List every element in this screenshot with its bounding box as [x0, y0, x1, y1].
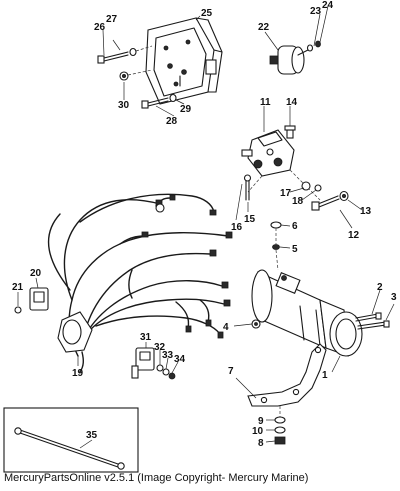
callout-9: 9 [258, 416, 264, 427]
callout-28: 28 [166, 116, 178, 127]
washer-part-33 [162, 368, 170, 376]
washer-part-32 [156, 364, 164, 372]
callout-6: 6 [292, 221, 298, 232]
callout-8: 8 [258, 438, 264, 449]
callout-5: 5 [292, 244, 298, 255]
callout-30: 30 [118, 100, 130, 111]
nut-part-8 [274, 436, 286, 445]
callout-14: 14 [286, 97, 298, 108]
washer-part-9 [274, 416, 286, 424]
bolt-part-3 [357, 320, 390, 330]
callout-24: 24 [322, 0, 334, 11]
nut-part-24 [315, 40, 321, 48]
callout-11: 11 [260, 97, 271, 108]
wiring-harness-part-19 [47, 193, 233, 373]
nut-part-13 [339, 190, 349, 202]
washer-part-10 [274, 426, 286, 434]
callout-21: 21 [12, 282, 24, 293]
washer-part-23 [306, 44, 314, 52]
callout-1: 1 [322, 370, 328, 381]
callout-20: 20 [30, 268, 42, 279]
bolt-part-2 [355, 312, 382, 322]
leader-lines [17, 5, 395, 449]
callout-35: 35 [86, 430, 98, 441]
callout-26: 26 [94, 22, 106, 33]
copyright-footer: MercuryPartsOnline v2.5.1 (Image Copyrig… [4, 472, 309, 484]
callout-3: 3 [391, 292, 397, 303]
callout-29: 29 [180, 104, 192, 115]
callout-15: 15 [244, 214, 256, 225]
bolt-part-12 [311, 195, 340, 211]
module-box-part [145, 17, 223, 105]
screw-part-26 [97, 51, 129, 64]
relay-part-31 [131, 347, 155, 379]
clip-part-20 [29, 287, 49, 311]
nut-part-4 [251, 319, 261, 329]
screw-part-15 [245, 179, 250, 201]
callout-18: 18 [292, 196, 304, 207]
nut-part-5 [272, 244, 280, 250]
screw-part-28 [141, 97, 169, 109]
callout-23: 23 [310, 6, 322, 17]
washer-part-27 [129, 47, 137, 57]
callout-16: 16 [231, 222, 243, 233]
callout-12: 12 [348, 230, 360, 241]
ground-strap-part-35 [14, 427, 125, 470]
sender-part-22 [269, 45, 309, 75]
callout-19: 19 [72, 368, 84, 379]
callout-2: 2 [377, 282, 383, 293]
bracket-part-7 [247, 343, 327, 407]
washer-part-29 [169, 93, 177, 103]
screw-part-21 [14, 306, 22, 314]
screw-part-14 [284, 125, 296, 139]
starter-motor-part-1 [251, 269, 363, 357]
callout-31: 31 [140, 332, 152, 343]
washer-part-17 [301, 181, 311, 191]
callout-13: 13 [360, 206, 372, 217]
callout-27: 27 [106, 14, 118, 25]
callout-33: 33 [162, 350, 174, 361]
callout-10: 10 [252, 426, 264, 437]
solenoid-part-11 [241, 129, 295, 177]
callout-22: 22 [258, 22, 270, 33]
callout-25: 25 [201, 8, 213, 19]
washer-part-16 [243, 174, 252, 182]
washer-part-6 [270, 221, 282, 229]
callout-4: 4 [223, 322, 229, 333]
nut-part-34 [168, 372, 176, 380]
callout-17: 17 [280, 188, 292, 199]
callout-labels: 1 2 3 4 5 6 7 8 9 10 11 12 13 14 15 16 1… [12, 0, 397, 449]
callout-7: 7 [228, 366, 234, 377]
washer-part-18 [314, 184, 322, 192]
callout-32: 32 [154, 342, 166, 353]
nut-part-30 [119, 71, 129, 81]
inset-box [3, 407, 139, 473]
callout-34: 34 [174, 354, 186, 365]
